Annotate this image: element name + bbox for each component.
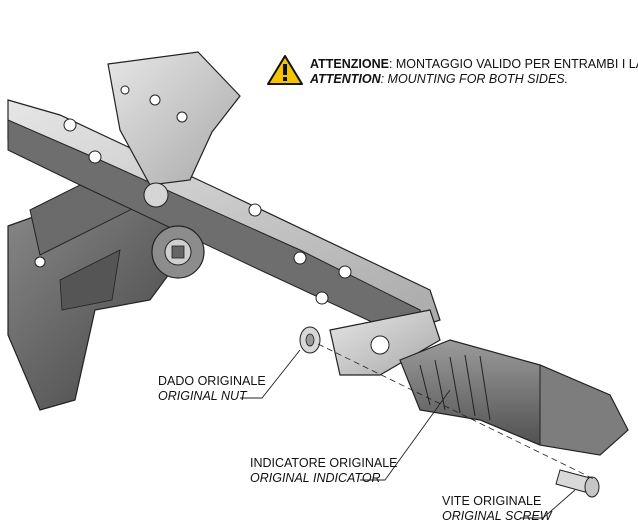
leader-nut bbox=[240, 349, 301, 399]
callout-original-indicator: INDICATORE ORIGINALE ORIGINAL INDICATOR bbox=[250, 456, 397, 486]
callout-original-screw: VITE ORIGINALE ORIGINAL SCREW bbox=[442, 494, 552, 524]
warning-line-it: ATTENZIONE: MONTAGGIO VALIDO PER ENTRAMB… bbox=[310, 57, 638, 71]
warning-notice: ATTENZIONE: MONTAGGIO VALIDO PER ENTRAMB… bbox=[266, 54, 638, 88]
warning-triangle-icon bbox=[267, 55, 303, 85]
warning-line-en: ATTENTION: MOUNTING FOR BOTH SIDES. bbox=[310, 72, 569, 86]
assembly-axis bbox=[317, 343, 597, 481]
callout-indicator-en: ORIGINAL INDICATOR bbox=[250, 471, 381, 485]
original-screw-part bbox=[555, 469, 600, 498]
upper-bolt bbox=[143, 182, 169, 208]
frame-hole bbox=[34, 256, 46, 268]
callout-original-nut: DADO ORIGINALE ORIGINAL NUT bbox=[158, 374, 266, 404]
callout-screw-it: VITE ORIGINALE bbox=[442, 494, 542, 508]
callout-indicator-it: INDICATORE ORIGINALE bbox=[250, 456, 398, 470]
original-nut-part bbox=[299, 326, 321, 354]
callout-screw-en: ORIGINAL SCREW bbox=[442, 509, 552, 523]
original-indicator-part bbox=[399, 339, 629, 456]
top-tab bbox=[107, 51, 241, 186]
leader-screw bbox=[520, 489, 576, 519]
frame-slot bbox=[59, 249, 121, 311]
leader-indicator bbox=[360, 389, 451, 481]
warning-text: ATTENZIONE: MONTAGGIO VALIDO PER ENTRAMB… bbox=[310, 57, 638, 87]
callout-nut-en: ORIGINAL NUT bbox=[158, 389, 247, 403]
callout-nut-it: DADO ORIGINALE bbox=[158, 374, 266, 388]
